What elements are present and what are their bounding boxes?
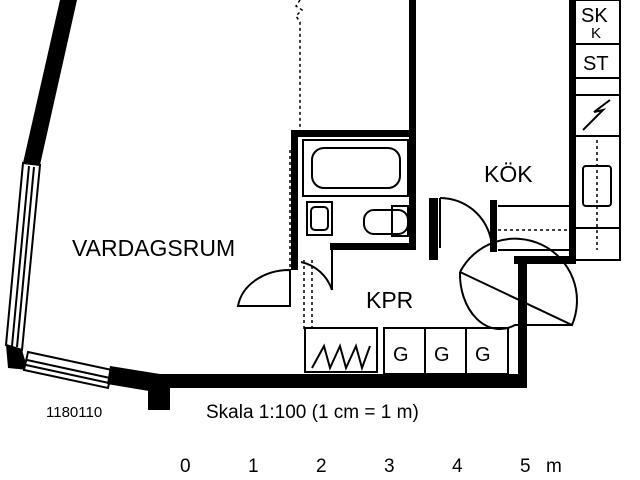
wardrobe-label: G — [434, 344, 450, 366]
bathtub — [302, 139, 409, 197]
fixture-label-sk: SK — [581, 5, 608, 27]
scale-bar: 0 1 2 3 4 5 m — [180, 456, 562, 477]
room-label-kpr: KPR — [366, 287, 413, 313]
kitchen-counter — [498, 205, 571, 251]
kitchen-walls — [429, 198, 497, 260]
room-label-kok: KÖK — [484, 161, 533, 187]
toilet — [363, 205, 409, 237]
scale-tick: 2 — [316, 456, 327, 477]
scale-tick: 1 — [248, 456, 259, 477]
scale-text: Skala 1:100 (1 cm = 1 m) — [206, 402, 419, 423]
kitchen-column — [574, 0, 621, 261]
bathroom-door — [300, 248, 333, 291]
scale-tick: 5 — [520, 456, 531, 477]
kitchen-door — [439, 197, 493, 249]
bottom-exterior-wall — [107, 256, 527, 410]
wardrobes — [383, 327, 509, 375]
scale-tick: 4 — [452, 456, 463, 477]
fixture-label-st: ST — [583, 53, 609, 75]
wardrobe-label: G — [393, 344, 409, 366]
room-label-vardagsrum: VARDAGSRUM — [72, 235, 235, 261]
upper-walls — [289, 0, 576, 268]
scale-tick: 0 — [180, 456, 191, 477]
scale-tick: 3 — [384, 456, 395, 477]
left-window — [4, 161, 42, 352]
bottom-window — [22, 350, 114, 390]
fixture-label-k: K — [591, 25, 601, 42]
washbasin — [306, 201, 333, 236]
wardrobe-label: G — [475, 344, 491, 366]
shelf-rack — [303, 260, 378, 373]
plan-id: 1180110 — [46, 404, 102, 421]
hall-door — [236, 268, 291, 307]
left-exterior-wall — [6, 0, 77, 370]
bathroom-walls — [291, 130, 416, 270]
scale-unit: m — [546, 456, 562, 477]
